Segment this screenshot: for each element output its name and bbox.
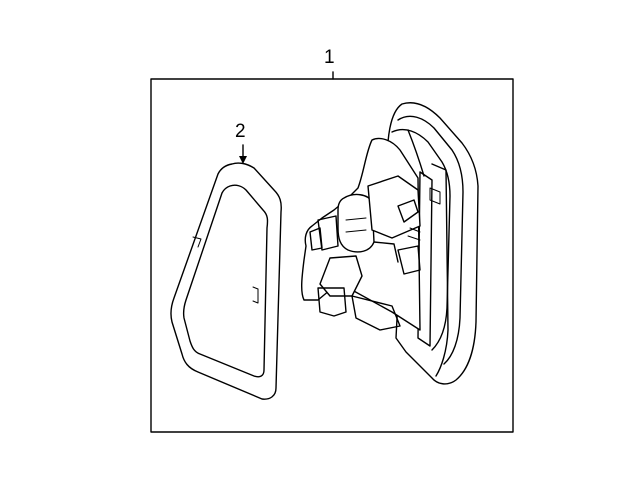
callout-2-label: 2 xyxy=(235,121,246,142)
callout-2-arrow xyxy=(239,144,247,164)
gasket-part xyxy=(170,162,282,400)
lamp-assembly-part xyxy=(301,102,479,385)
assembly-frame xyxy=(150,78,514,433)
callout-1-label: 1 xyxy=(324,47,335,68)
